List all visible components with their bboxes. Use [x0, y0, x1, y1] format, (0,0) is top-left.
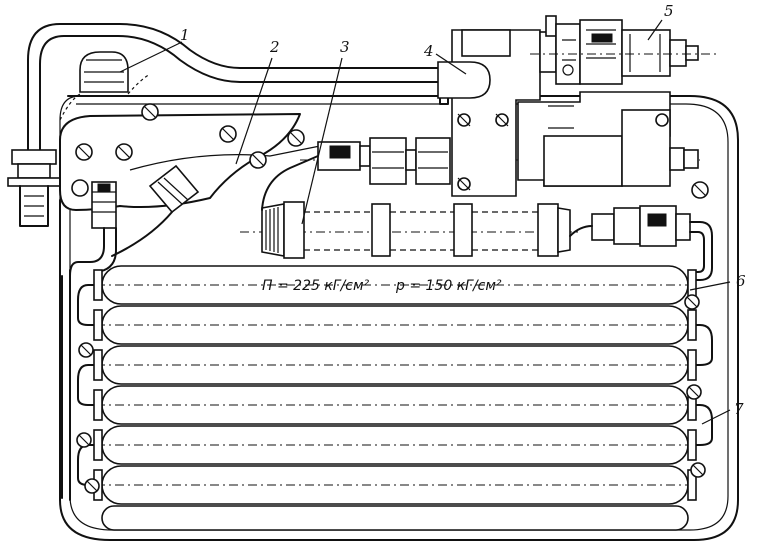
pressure-work-label: р = 150 кГ/см² — [395, 278, 502, 294]
mounting-plate — [59, 103, 321, 211]
bottle-stack — [96, 265, 696, 531]
middle-fittings — [300, 137, 700, 185]
bottle-connections — [61, 269, 713, 501]
callout-3: 3 — [340, 38, 350, 56]
callout-6: 6 — [736, 272, 746, 290]
callout-4: 4 — [423, 42, 434, 60]
callout-1: 1 — [180, 26, 190, 44]
callout-2: 2 — [269, 38, 280, 56]
pressure-high-label: П = 225 кГ/см² — [262, 278, 370, 294]
callout-5: 5 — [664, 2, 674, 20]
clamp-bolts — [76, 294, 706, 494]
left-connectors — [69, 164, 200, 277]
leader-lines — [119, 19, 731, 425]
reducer-valve — [530, 15, 720, 85]
inlet-hose — [7, 23, 441, 227]
outlet-fitting — [569, 205, 713, 281]
right-cylinder — [517, 91, 709, 199]
valve-body — [437, 29, 541, 197]
callout-7: 7 — [734, 400, 744, 418]
filter-assembly — [240, 155, 580, 259]
cap-nut — [59, 51, 151, 121]
